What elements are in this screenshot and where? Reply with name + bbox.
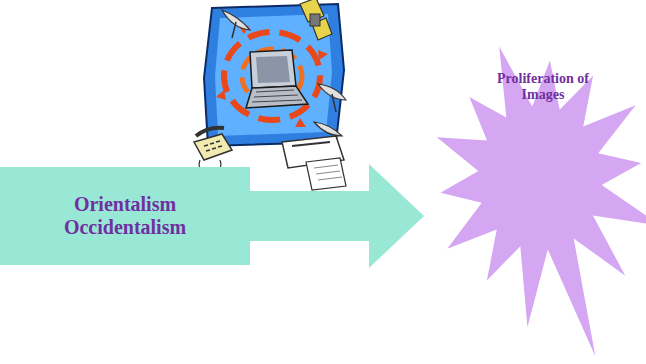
laptop-keyboard	[246, 86, 308, 108]
node-label: Orientalism Occidentalism	[45, 193, 205, 239]
laptop-display	[256, 56, 290, 83]
fax-machine	[282, 136, 346, 190]
telephone	[194, 128, 232, 172]
node-label: Proliferation of Images	[488, 71, 598, 103]
text-holder: Proliferation of Images	[488, 62, 598, 112]
clipart-background	[204, 4, 344, 146]
laptop-screen	[250, 50, 296, 88]
satellite-dish-left	[222, 10, 250, 38]
circular-arrows	[224, 32, 320, 120]
network-illustration	[194, 0, 346, 190]
starburst-shape	[424, 20, 646, 350]
text-holder: Orientalism Occidentalism	[30, 167, 220, 265]
arrow-heads	[216, 25, 328, 127]
laptop-keys	[252, 90, 302, 102]
starburst-node: Proliferation of Images	[424, 20, 646, 350]
satellite	[300, 0, 332, 40]
clipart-inner-background	[215, 14, 332, 136]
concept-box: Orientalism Occidentalism	[0, 167, 250, 265]
block-arrow	[250, 164, 424, 268]
starburst-outline	[437, 46, 646, 356]
satellite-dish-right	[314, 84, 346, 136]
